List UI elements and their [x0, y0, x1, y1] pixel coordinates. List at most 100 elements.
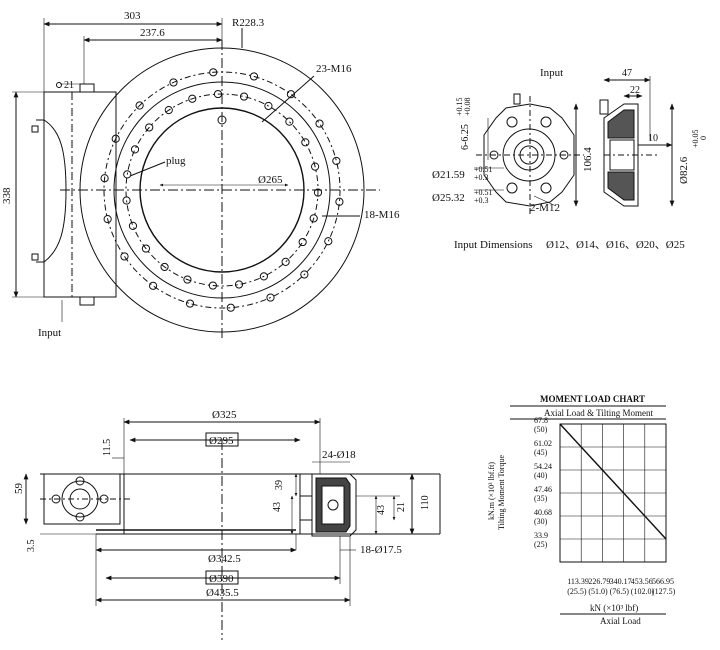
ring-section: [311, 473, 357, 537]
dim-24-18-text: 24-Ø18: [322, 449, 356, 461]
dim-325-text: Ø325: [212, 409, 237, 421]
chart-x-tick-label: 453.56: [631, 577, 653, 586]
input-dimensions-label: Input Dimensions: [454, 239, 533, 251]
dim-295-box: [205, 432, 239, 447]
chart-x-tick-label: 566.95: [652, 577, 674, 586]
outer-bolt-hole: [103, 214, 112, 224]
chart-subtitle: Axial Load & Tilting Moment: [544, 408, 654, 418]
chart-plot-area: 67.8(50)61.02(45)54.24(40)47.46(35)40.68…: [534, 416, 676, 596]
dim-265-text: Ø265: [258, 174, 283, 186]
chart-y-tick-sublabel: (50): [534, 425, 548, 434]
dim-22-text: 22: [630, 85, 640, 96]
outer-bolt-hole: [266, 293, 275, 302]
input-hole-4: [540, 182, 552, 194]
dim-295-text: Ø295: [209, 435, 234, 447]
chart-series-line: [559, 423, 667, 540]
outer-bolt-hole: [135, 101, 144, 110]
dim-390-text: Ø390: [209, 573, 234, 585]
tol-82-6-lower: 0: [699, 136, 708, 140]
outer-bolt-hole: [120, 252, 129, 261]
chart-y-tick-label: 33.9: [534, 531, 548, 540]
inner-bolt-hole: [123, 170, 132, 179]
chart-x-tick-sublabel: (127.5): [652, 587, 676, 596]
dim-82-6-text: Ø82.6: [678, 156, 690, 184]
input-flange: [483, 103, 575, 207]
chart-y-tick-sublabel: (25): [534, 540, 548, 549]
dim-43-right-text: 43: [376, 505, 387, 515]
tol-21-59-upper: +0.51: [474, 165, 493, 174]
chart-y-tick-label: 61.02: [534, 439, 552, 448]
input-hole-1: [506, 116, 518, 128]
side-nipple: [599, 99, 609, 115]
plug-hole: [217, 115, 227, 125]
inner-bolt-holes: [122, 89, 323, 290]
inner-bolt-hole: [128, 221, 138, 230]
ring-section-race: [321, 485, 345, 525]
input-boss-top: [79, 83, 95, 93]
input-nipple: [513, 93, 521, 105]
m16-leader-23: [261, 75, 315, 123]
input-dimensions-values: Ø12、Ø14、Ø16、Ø20、Ø25: [546, 239, 685, 251]
outer-bolt-hole: [286, 90, 296, 99]
inner-bolt-hole: [285, 117, 294, 126]
section-view: [23, 418, 441, 640]
chart-x-tick-sublabel: (102.0): [631, 587, 655, 596]
outer-bolt-hole: [300, 270, 309, 279]
input-view: [474, 76, 675, 214]
chart-xlabel-units: kN (×10³ lbf): [590, 603, 638, 613]
inner-bolt-hole: [160, 262, 169, 272]
inner-bolt-hole: [259, 272, 268, 281]
outer-bolt-hole: [249, 72, 259, 81]
dim-237-6-text: 237.6: [140, 27, 165, 39]
inner-bolt-hole: [130, 145, 140, 154]
input-hole-2: [540, 116, 552, 128]
dim-39-text: 39: [274, 480, 285, 490]
dim-59-text: 59: [13, 483, 25, 495]
outer-bolt-hole: [324, 237, 333, 246]
chart-ylabel-units: kN.m (×10³ lbf.ft): [487, 462, 496, 520]
dim-338-text: 338: [1, 187, 13, 204]
tol-21-59-lower: +0.3: [474, 173, 489, 182]
chart-x-tick-sublabel: (76.5): [610, 587, 630, 596]
ring-ball: [327, 499, 339, 511]
inner-bolt-hole: [301, 138, 310, 147]
outer-bolt-hole: [209, 68, 218, 77]
section-hatch-2: [607, 171, 635, 201]
inner-bolt-hole: [264, 101, 273, 111]
outer-bolt-hole: [169, 78, 178, 87]
dim-3-5-text: 3.5: [26, 540, 37, 553]
chart-ylabel: Tilting Moment Torque: [497, 455, 506, 530]
chart-title: MOMENT LOAD CHART: [540, 394, 645, 404]
dim-6-6-25-text: 6-6.25: [460, 124, 471, 150]
label-2-m12: 2-M12: [530, 202, 560, 214]
dim-10-text: 10: [648, 133, 658, 144]
inner-bolt-hole: [122, 196, 131, 205]
dim-303-text: 303: [124, 10, 141, 22]
chart-x-tick-label: 340.17: [610, 577, 632, 586]
dim-106-4-text: 106.4: [582, 147, 594, 172]
outer-bolt-holes: [100, 68, 344, 312]
inner-bolt-hole: [281, 257, 290, 266]
label-input-side: Input: [540, 67, 563, 79]
outer-bolt-hole: [332, 156, 341, 166]
inner-bolt-hole: [239, 92, 249, 101]
top-view: [12, 18, 380, 340]
section-input-hole-3: [75, 476, 85, 486]
dim-390-box: [205, 570, 239, 585]
label-input-top: Input: [38, 327, 61, 339]
tol-6-6-25-lower: +0.08: [463, 97, 472, 116]
inner-bolt-hole: [234, 280, 244, 289]
outer-bolt-hole: [335, 197, 344, 206]
chart-y-tick-label: 67.8: [534, 416, 548, 425]
dim-21-text: 21: [64, 80, 74, 91]
chart-x-tick-label: 113.39: [567, 577, 589, 586]
outer-bolt-hole: [148, 281, 158, 290]
inner-bolt-hole: [188, 94, 197, 103]
dim-r228-3-text: R228.3: [232, 17, 265, 29]
moment-load-chart: MOMENT LOAD CHART Axial Load & Tilting M…: [487, 394, 676, 626]
dim-110-text: 110: [420, 495, 431, 510]
chart-y-tick-label: 40.68: [534, 508, 552, 517]
outer-bolt-hole: [185, 299, 195, 308]
inner-bolt-hole: [309, 214, 318, 223]
